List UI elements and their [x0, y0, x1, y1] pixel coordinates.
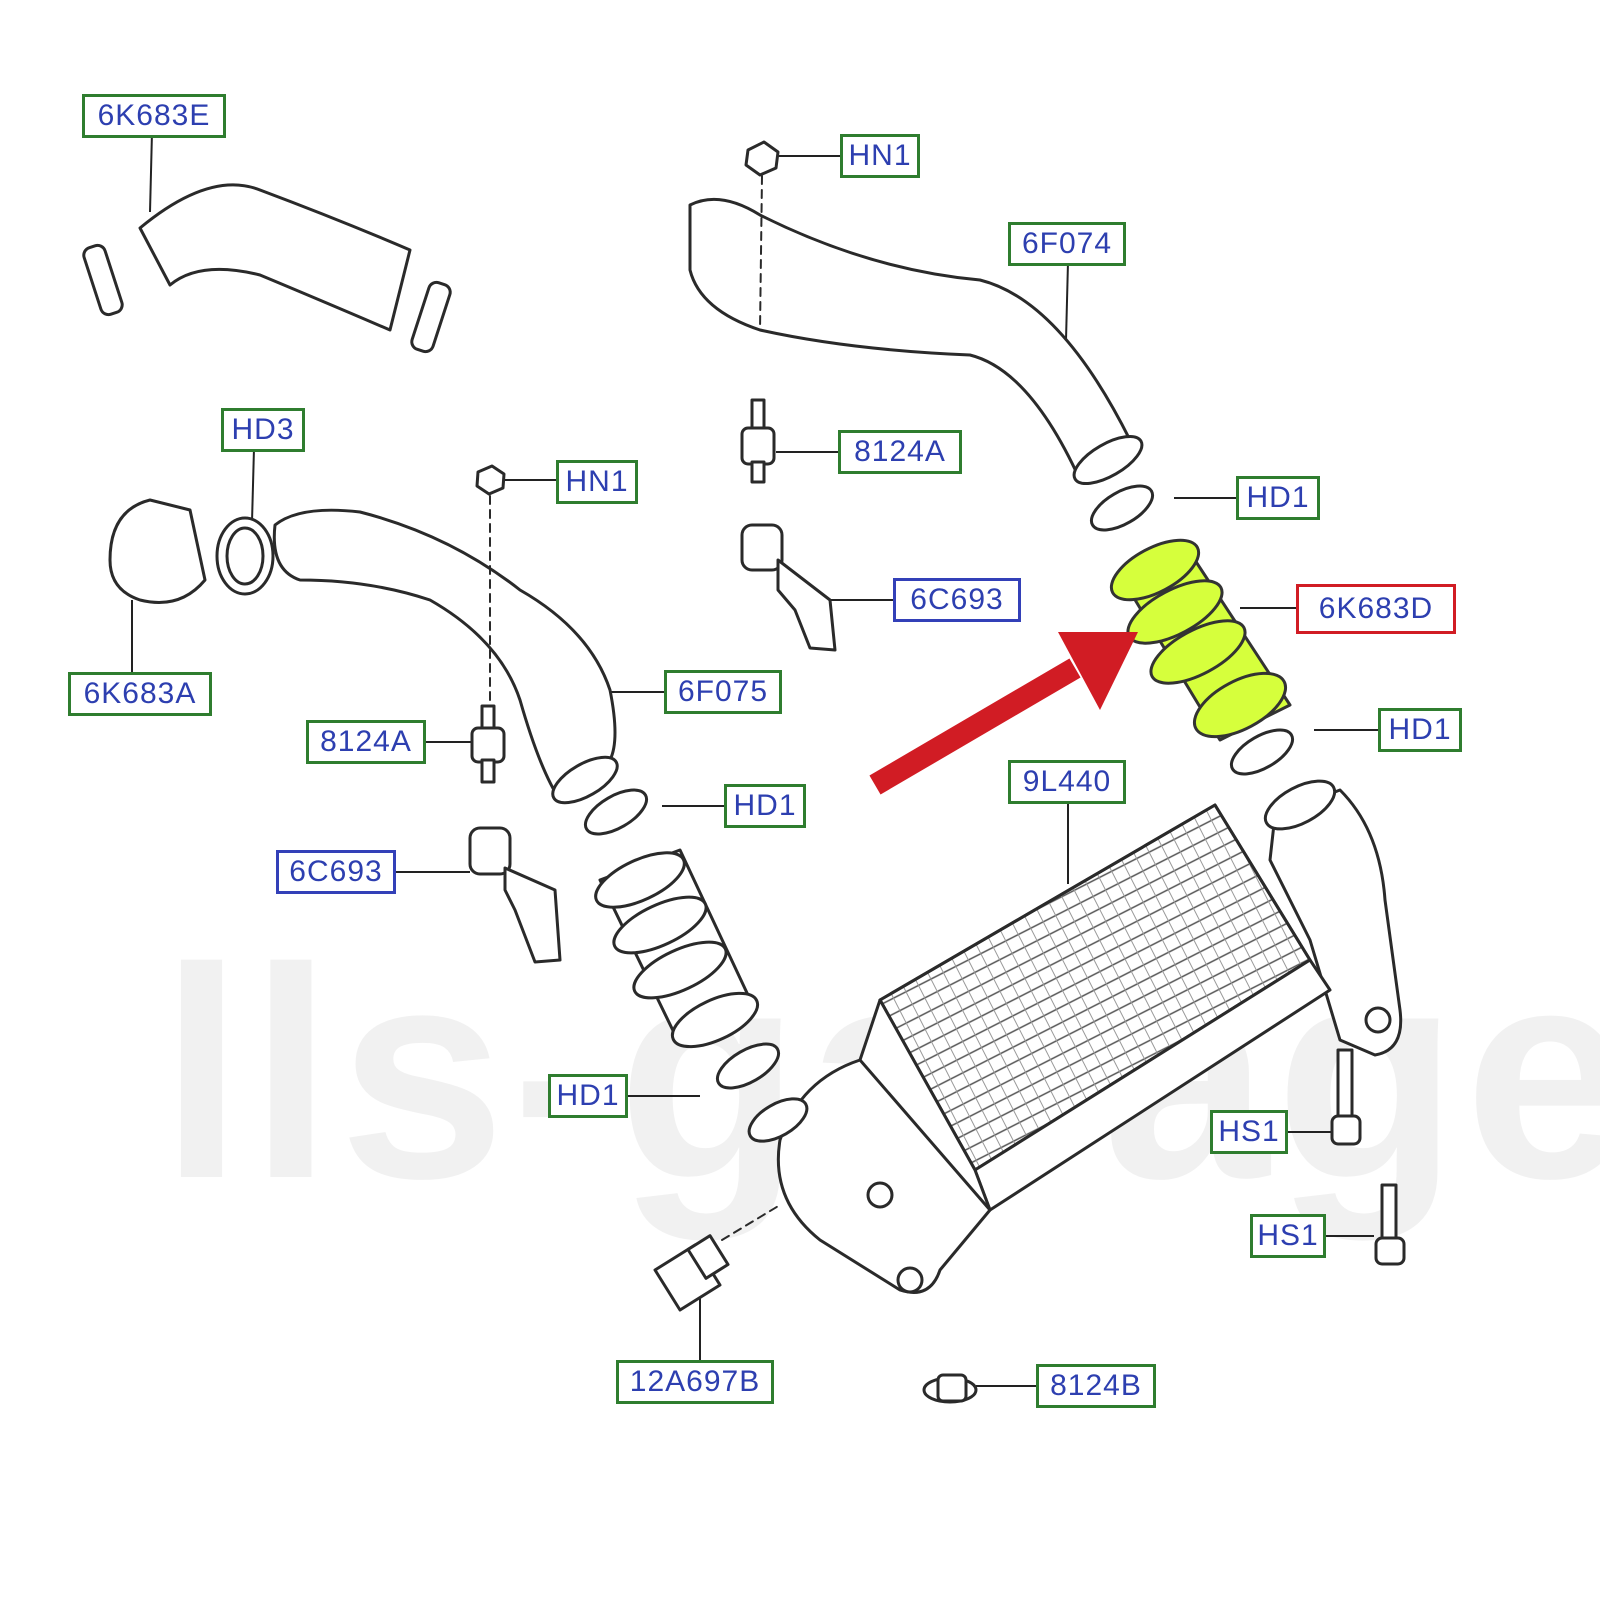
clamp-hd1-top: [1089, 484, 1155, 532]
label-hd1-top[interactable]: HD1: [1236, 476, 1320, 520]
highlight-arrow: [869, 632, 1138, 795]
intercooler-inlet-tank: [1263, 779, 1403, 1057]
label-12a697b[interactable]: 12A697B: [616, 1360, 774, 1404]
pipe-6f075: [272, 508, 619, 805]
bracket-6c693-right: [740, 523, 837, 652]
clamp-hd1-bottom: [715, 1042, 781, 1090]
nut-hn1-top: [744, 140, 780, 331]
hose-6k683e: [82, 183, 452, 354]
stud-8124a-top: [740, 398, 776, 484]
label-hd3[interactable]: HD3: [221, 408, 305, 452]
bolt-hs1-upper: [1330, 1048, 1362, 1146]
pipe-6f074: [688, 197, 1144, 486]
label-6k683e[interactable]: 6K683E: [82, 94, 226, 138]
sensor-12a697b: [653, 1204, 781, 1312]
drawing: [82, 140, 1406, 1404]
label-8124a-left[interactable]: 8124A: [306, 720, 426, 764]
label-8124a-top[interactable]: 8124A: [838, 430, 962, 474]
label-6f075[interactable]: 6F075: [664, 670, 782, 714]
label-hd1-mid[interactable]: HD1: [724, 784, 806, 828]
label-hn1-top[interactable]: HN1: [840, 134, 920, 178]
label-6f074[interactable]: 6F074: [1008, 222, 1126, 266]
bellows-hose-6k683d-highlighted: [1109, 538, 1292, 742]
label-6c693-left[interactable]: 6C693: [276, 850, 396, 894]
label-6k683a[interactable]: 6K683A: [68, 672, 212, 716]
nut-hn1-mid: [475, 464, 506, 701]
label-hd1-bottom[interactable]: HD1: [548, 1074, 628, 1118]
bracket-6c693-left: [468, 826, 562, 964]
bellows-hose-left: [594, 848, 760, 1049]
intercooler-core-9l440: [747, 803, 1332, 1294]
label-hs1-lower[interactable]: HS1: [1250, 1214, 1326, 1258]
elbow-6k683a: [108, 498, 275, 604]
clamp-hd1-mid: [583, 788, 649, 836]
label-6c693-right[interactable]: 6C693: [893, 578, 1021, 622]
label-9l440[interactable]: 9L440: [1008, 760, 1126, 804]
bolt-hs1-lower: [1374, 1183, 1406, 1266]
label-hn1-mid[interactable]: HN1: [556, 460, 638, 504]
label-hd1-right[interactable]: HD1: [1378, 708, 1462, 752]
label-6k683d-highlighted[interactable]: 6K683D: [1296, 584, 1456, 634]
clamp-hd1-right: [1229, 728, 1295, 776]
stud-8124a-left: [470, 704, 506, 784]
label-hs1-upper[interactable]: HS1: [1210, 1110, 1288, 1154]
label-8124b[interactable]: 8124B: [1036, 1364, 1156, 1408]
nut-8124b: [922, 1373, 978, 1404]
